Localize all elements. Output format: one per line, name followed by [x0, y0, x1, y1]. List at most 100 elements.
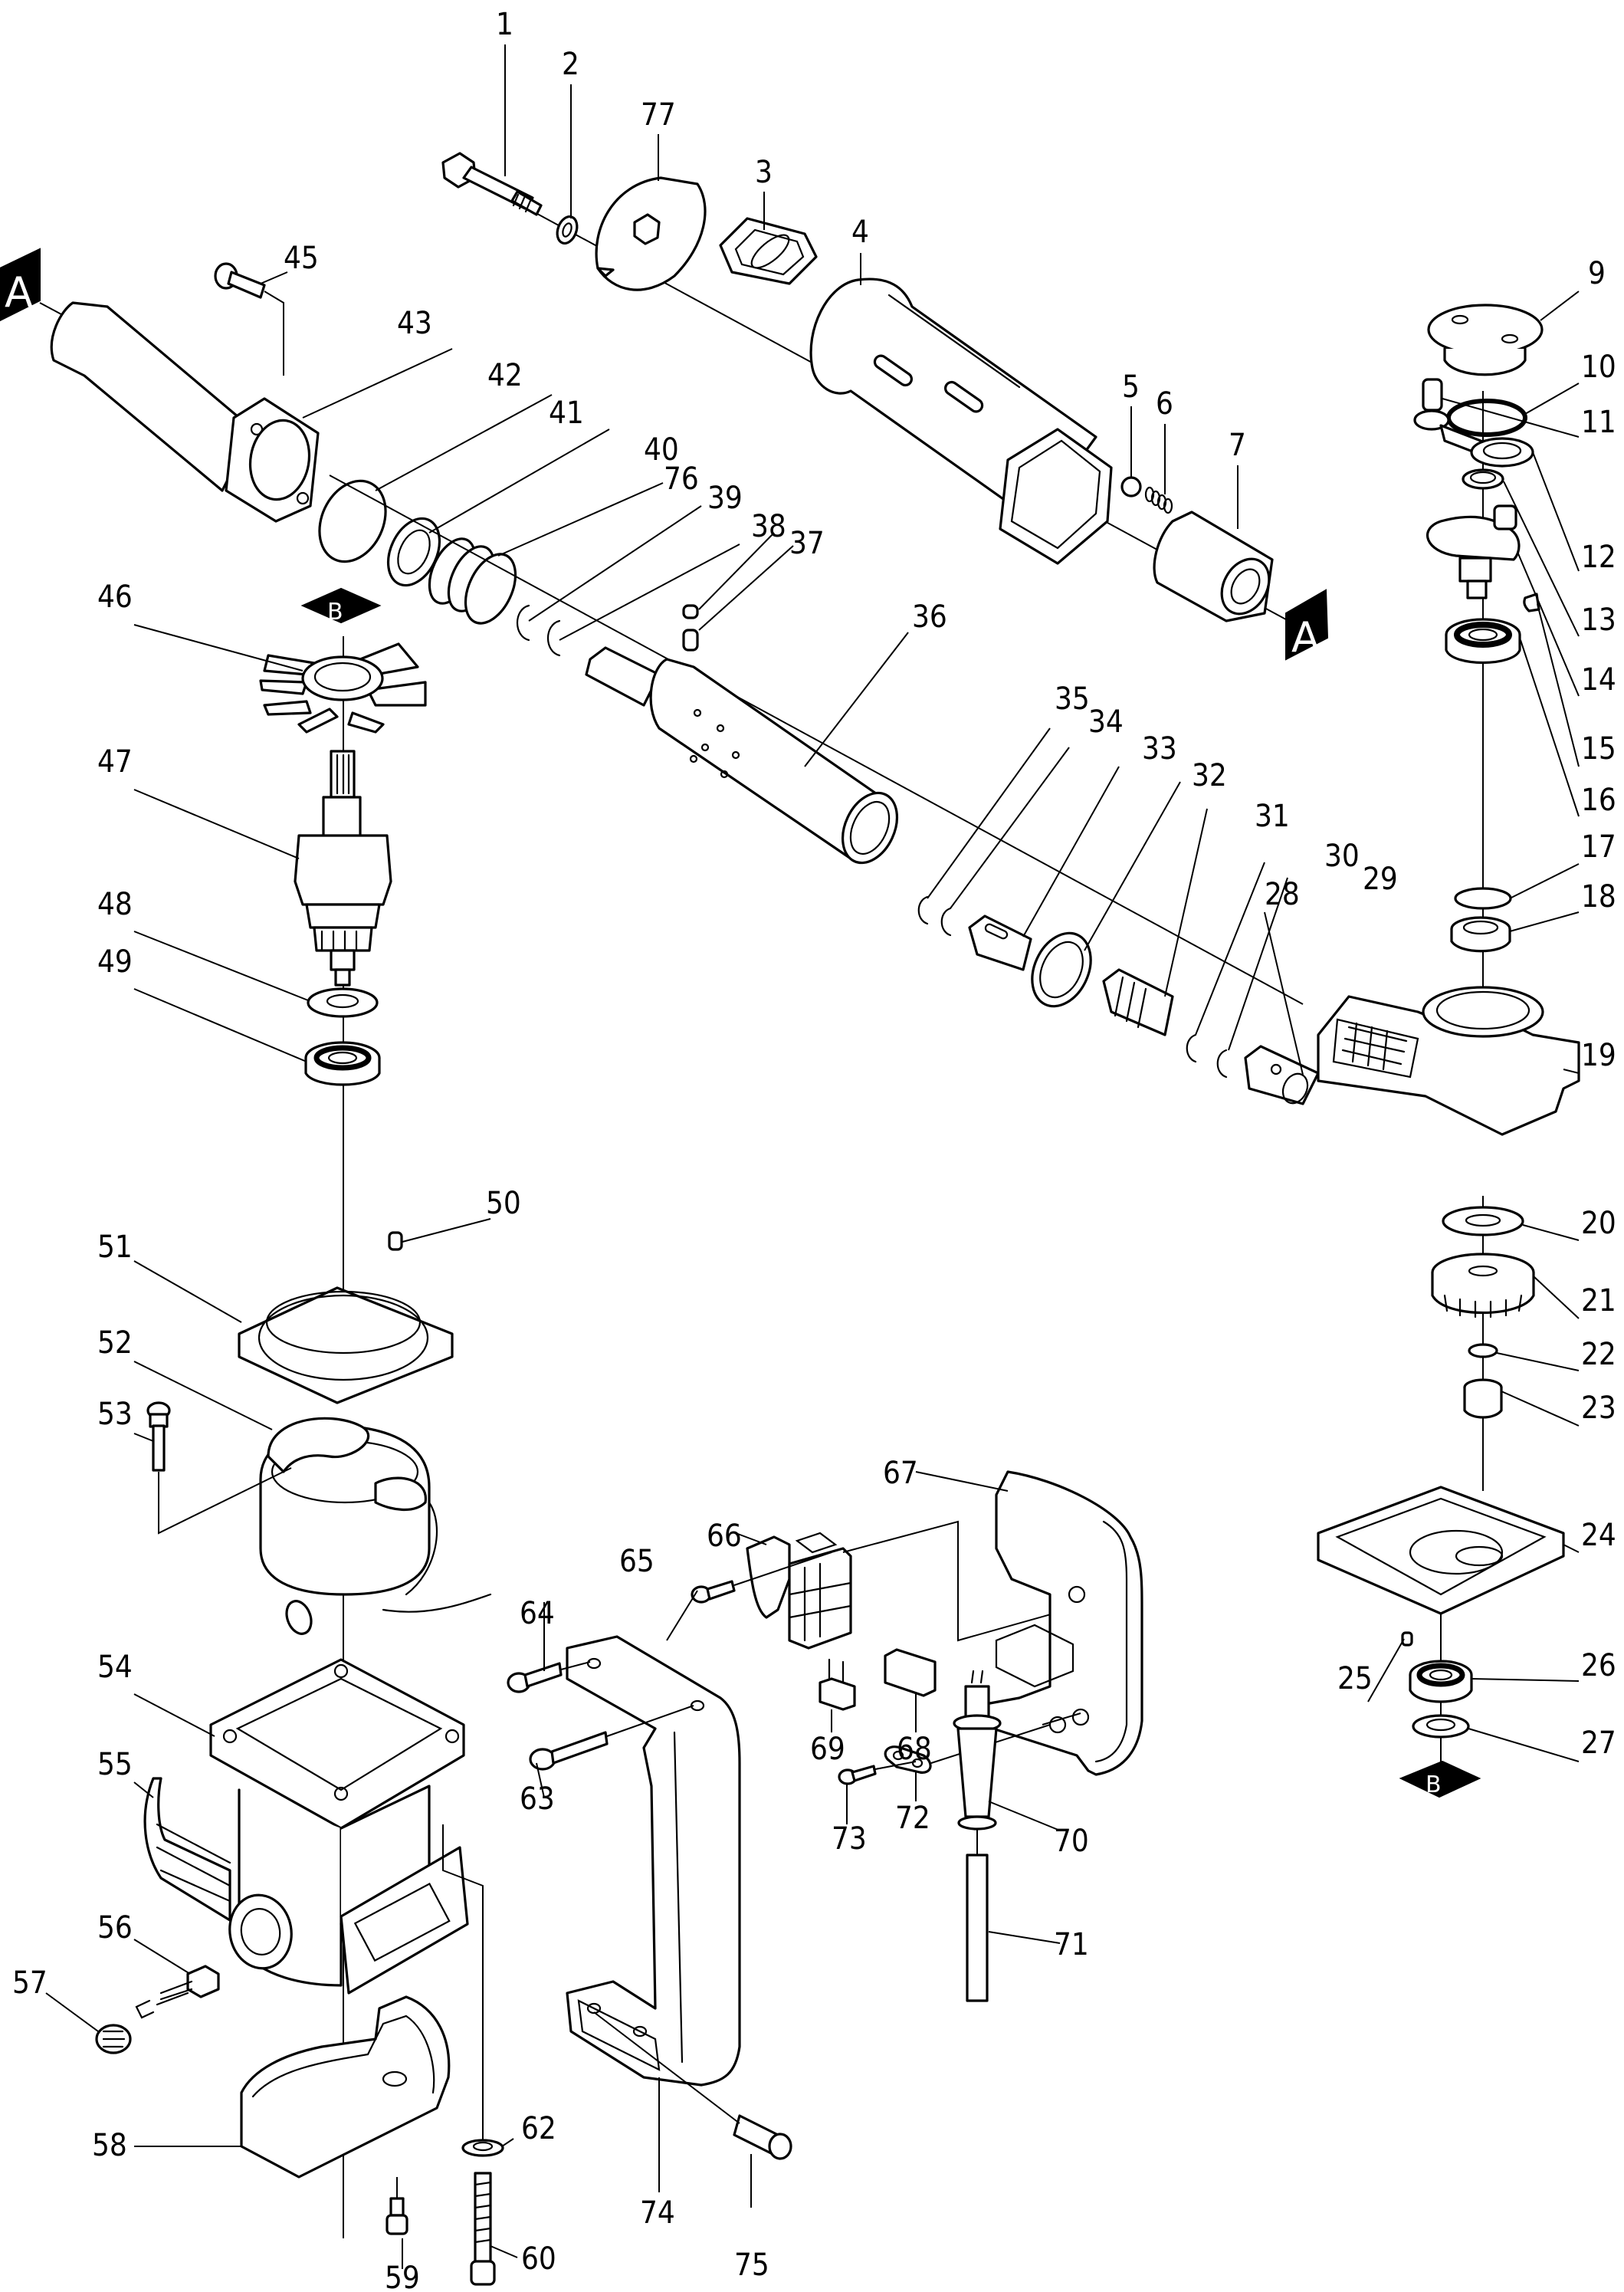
- callout-labels: 1 2 77 3 4 5 6 7 9 10 11 12 13 14 15 16 …: [12, 7, 1616, 2292]
- part-47-armature: [294, 750, 392, 987]
- part-72-strain-relief: [884, 1745, 932, 1774]
- part-18-seal: [1450, 916, 1511, 953]
- part-38-cap: [682, 604, 699, 619]
- part-24-bearing-box: [1317, 1486, 1565, 1615]
- part-55-name-plate: [143, 1777, 231, 1922]
- part-20-washer: [1442, 1206, 1524, 1236]
- part-22-retaining-ring: [1468, 1343, 1498, 1358]
- part-71-cord: [966, 1854, 989, 2002]
- leader-66-to-67: [842, 1520, 1081, 1642]
- badge-b-top: B: [300, 587, 382, 626]
- part-19-crank-housing: [1317, 986, 1580, 1136]
- callout-13: 13: [1581, 603, 1616, 638]
- part-3-seal: [719, 217, 818, 285]
- callout-72: 72: [895, 1801, 930, 1836]
- leader-67-internal: [1042, 1712, 1081, 1726]
- callout-24: 24: [1581, 1518, 1616, 1553]
- callout-39: 39: [707, 481, 743, 516]
- part-59-screw: [385, 2197, 408, 2235]
- part-42-disc: [318, 479, 387, 563]
- callout-46: 46: [97, 580, 133, 615]
- callout-17: 17: [1581, 829, 1616, 865]
- callout-22: 22: [1581, 1337, 1616, 1372]
- part-50-pin: [388, 1231, 403, 1251]
- callout-35: 35: [1055, 681, 1090, 717]
- badge-a-left-label: A: [5, 268, 33, 317]
- callout-12: 12: [1581, 540, 1616, 575]
- part-15-woodruff-key: [1523, 593, 1540, 612]
- leader-lines: [45, 44, 1580, 2269]
- callout-33: 33: [1142, 731, 1177, 767]
- callout-9: 9: [1588, 256, 1606, 291]
- part-63-screw: [529, 1731, 609, 1771]
- part-26-ball-bearing: [1409, 1660, 1473, 1703]
- callout-7: 7: [1229, 428, 1246, 463]
- callout-56: 56: [97, 1910, 133, 1946]
- callout-21: 21: [1581, 1283, 1616, 1318]
- callout-20: 20: [1581, 1206, 1616, 1241]
- badge-a-right: A: [1285, 589, 1329, 662]
- callout-5: 5: [1122, 369, 1140, 405]
- callout-77: 77: [641, 97, 676, 133]
- part-67-handle-cover: [976, 1470, 1143, 1776]
- callout-49: 49: [97, 944, 133, 980]
- callout-28: 28: [1265, 877, 1300, 912]
- callout-6: 6: [1156, 386, 1173, 422]
- callout-53: 53: [97, 1397, 133, 1432]
- callout-76: 76: [664, 461, 699, 497]
- part-60-screw: [470, 2172, 496, 2286]
- part-43-barrel: [50, 301, 320, 523]
- callout-71: 71: [1054, 1927, 1089, 1962]
- part-6-spring: [1144, 486, 1173, 514]
- callout-34: 34: [1088, 704, 1124, 740]
- callout-3: 3: [755, 155, 773, 190]
- part-64-screw: [507, 1662, 563, 1693]
- callout-59: 59: [385, 2261, 420, 2292]
- callout-48: 48: [97, 887, 133, 922]
- callout-67: 67: [883, 1456, 918, 1491]
- part-37-pin: [682, 629, 699, 652]
- part-75-screw: [733, 2114, 792, 2160]
- part-11-pin: [1422, 378, 1443, 412]
- badge-b-bottom: B: [1399, 1760, 1481, 1798]
- part-35-ring: [917, 895, 929, 925]
- part-57-brush-holder-cap: [95, 2024, 132, 2054]
- callout-31: 31: [1255, 799, 1290, 834]
- part-16-ball-bearing: [1445, 618, 1521, 665]
- part-9-cap: [1427, 304, 1544, 376]
- callout-10: 10: [1581, 350, 1616, 385]
- part-70-cord-guard: [953, 1670, 1002, 1831]
- callout-68: 68: [897, 1732, 932, 1767]
- callout-38: 38: [751, 509, 786, 544]
- callout-18: 18: [1581, 879, 1616, 915]
- part-23-needle-bearing: [1463, 1378, 1503, 1419]
- badge-b-bottom-label: B: [1426, 1772, 1442, 1798]
- callout-4: 4: [851, 215, 869, 250]
- part-27-washer: [1412, 1714, 1470, 1739]
- callout-14: 14: [1581, 662, 1616, 698]
- callout-16: 16: [1581, 783, 1616, 818]
- part-53-screw: [146, 1401, 171, 1472]
- callout-52: 52: [97, 1325, 133, 1361]
- part-39-oring: [547, 619, 561, 657]
- part-66-switch: [746, 1532, 852, 1650]
- part-28-piston-pin-holder: [1244, 1045, 1320, 1105]
- callout-63: 63: [520, 1781, 555, 1817]
- callout-42: 42: [487, 358, 523, 393]
- leader-a-left: [39, 302, 62, 315]
- leader-53-fit: [158, 1467, 292, 1535]
- leader-65-fit: [733, 1552, 832, 1586]
- callout-75: 75: [734, 2248, 769, 2283]
- leader-45-fit: [264, 291, 284, 376]
- part-30-ring: [1186, 1033, 1197, 1063]
- callout-55: 55: [97, 1747, 133, 1782]
- part-32-washer: [1031, 931, 1092, 1008]
- callout-62: 62: [521, 2111, 556, 2146]
- callout-45: 45: [284, 241, 319, 276]
- part-51-baffle-plate: [238, 1286, 454, 1404]
- part-54-motor-housing: [209, 1658, 469, 1995]
- callout-27: 27: [1581, 1726, 1616, 1761]
- part-65-screw: [691, 1580, 736, 1604]
- leader-64-fit: [560, 1661, 591, 1670]
